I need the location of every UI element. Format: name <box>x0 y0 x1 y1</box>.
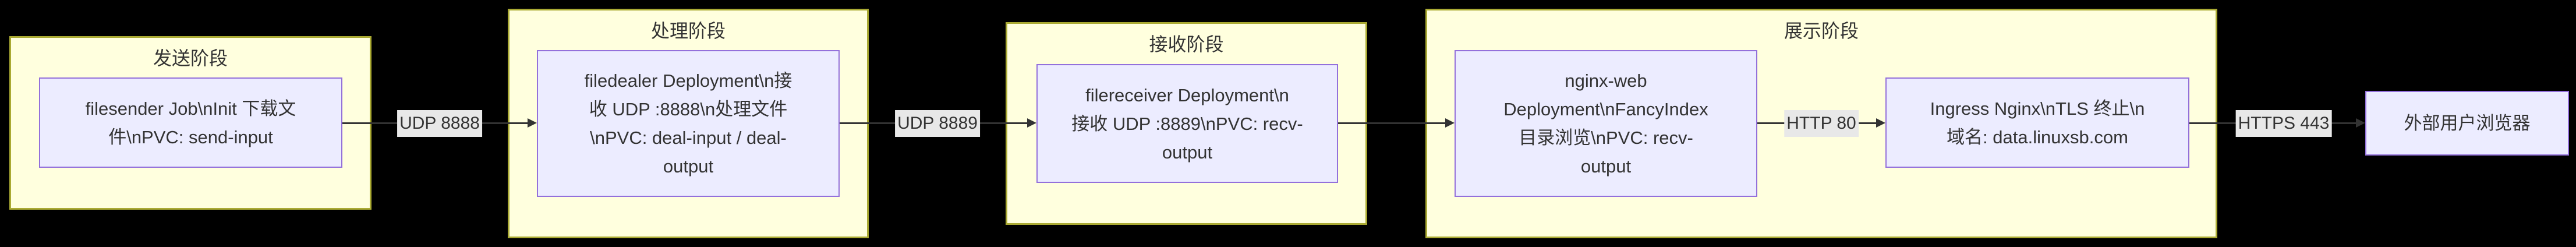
edge-filereceiver-to-nginxweb <box>1338 122 1446 124</box>
node-text-line: 域名: data.linuxsb.com <box>1947 126 2128 147</box>
arrowhead-icon <box>1445 118 1455 128</box>
node-text-line: 收 UDP :8888\n处理文件 <box>589 99 788 119</box>
node-text-line: 外部用户浏览器 <box>2404 113 2531 133</box>
arrowhead-icon <box>1876 118 1885 128</box>
node-external-user-browser: 外部用户浏览器 <box>2365 91 2569 156</box>
edge-label-udp-8888: UDP 8888 <box>397 110 482 137</box>
node-text-line: filereceiver Deployment\n <box>1085 84 1289 105</box>
node-text-line: 接收 UDP :8889\nPVC: recv- <box>1071 113 1303 134</box>
node-text-line: 目录浏览\nPVC: recv- <box>1519 128 1693 148</box>
node-filereceiver-deployment: filereceiver Deployment\n 接收 UDP :8889\n… <box>1036 64 1338 183</box>
arrowhead-icon <box>528 118 537 128</box>
edge-label-https-443: HTTPS 443 <box>2235 110 2332 137</box>
node-text-line: output <box>663 156 714 177</box>
node-text-line: 件\nPVC: send-input <box>108 126 273 147</box>
node-text-line: Deployment\nFancyIndex <box>1503 99 1708 119</box>
node-filedealer-deployment: filedealer Deployment\n接 收 UDP :8888\n处理… <box>537 50 840 197</box>
node-text-line: nginx-web <box>1565 70 1647 91</box>
cluster-process-stage-title: 处理阶段 <box>650 20 726 41</box>
node-nginx-web-deployment: nginx-web Deployment\nFancyIndex 目录浏览\nP… <box>1455 50 1757 197</box>
cluster-display-stage-title: 展示阶段 <box>1784 20 1859 41</box>
node-text-line: output <box>1580 156 1632 177</box>
edge-label-http-80: HTTP 80 <box>1784 110 1859 137</box>
node-text-line: \nPVC: deal-input / deal- <box>590 128 787 148</box>
arrowhead-icon <box>1027 118 1036 128</box>
edge-label-udp-8889: UDP 8889 <box>895 110 980 137</box>
node-text-line: output <box>1162 142 1213 163</box>
node-text-line: Ingress Nginx\nTLS 终止\n <box>1930 98 2145 119</box>
node-text-line: filesender Job\nInit 下载文 <box>85 98 296 119</box>
cluster-receive-stage-title: 接收阶段 <box>1149 34 1224 55</box>
node-filesender-job: filesender Job\nInit 下载文 件\nPVC: send-in… <box>39 77 342 168</box>
node-text-line: filedealer Deployment\n接 <box>584 70 792 91</box>
node-ingress-nginx: Ingress Nginx\nTLS 终止\n 域名: data.linuxsb… <box>1885 77 2189 168</box>
arrowhead-icon <box>2356 118 2365 128</box>
cluster-send-stage-title: 发送阶段 <box>153 48 228 69</box>
